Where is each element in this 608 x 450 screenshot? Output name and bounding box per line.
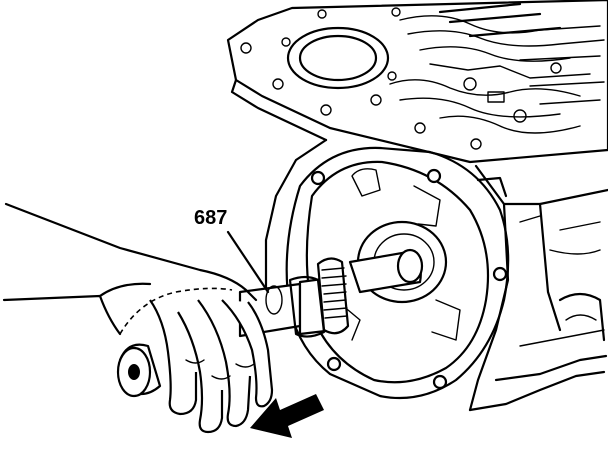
valve-body-opening [281, 26, 397, 90]
valve-body-passages [389, 2, 605, 134]
technician-hand [2, 202, 274, 434]
top-cover-plate [226, 0, 608, 164]
transmission-case [264, 138, 608, 412]
removal-direction-arrow-icon [250, 394, 324, 438]
seal-bushing [116, 343, 162, 398]
callout-687: 687 [194, 207, 270, 294]
drive-gear [265, 257, 350, 338]
callout-label: 687 [194, 207, 227, 229]
